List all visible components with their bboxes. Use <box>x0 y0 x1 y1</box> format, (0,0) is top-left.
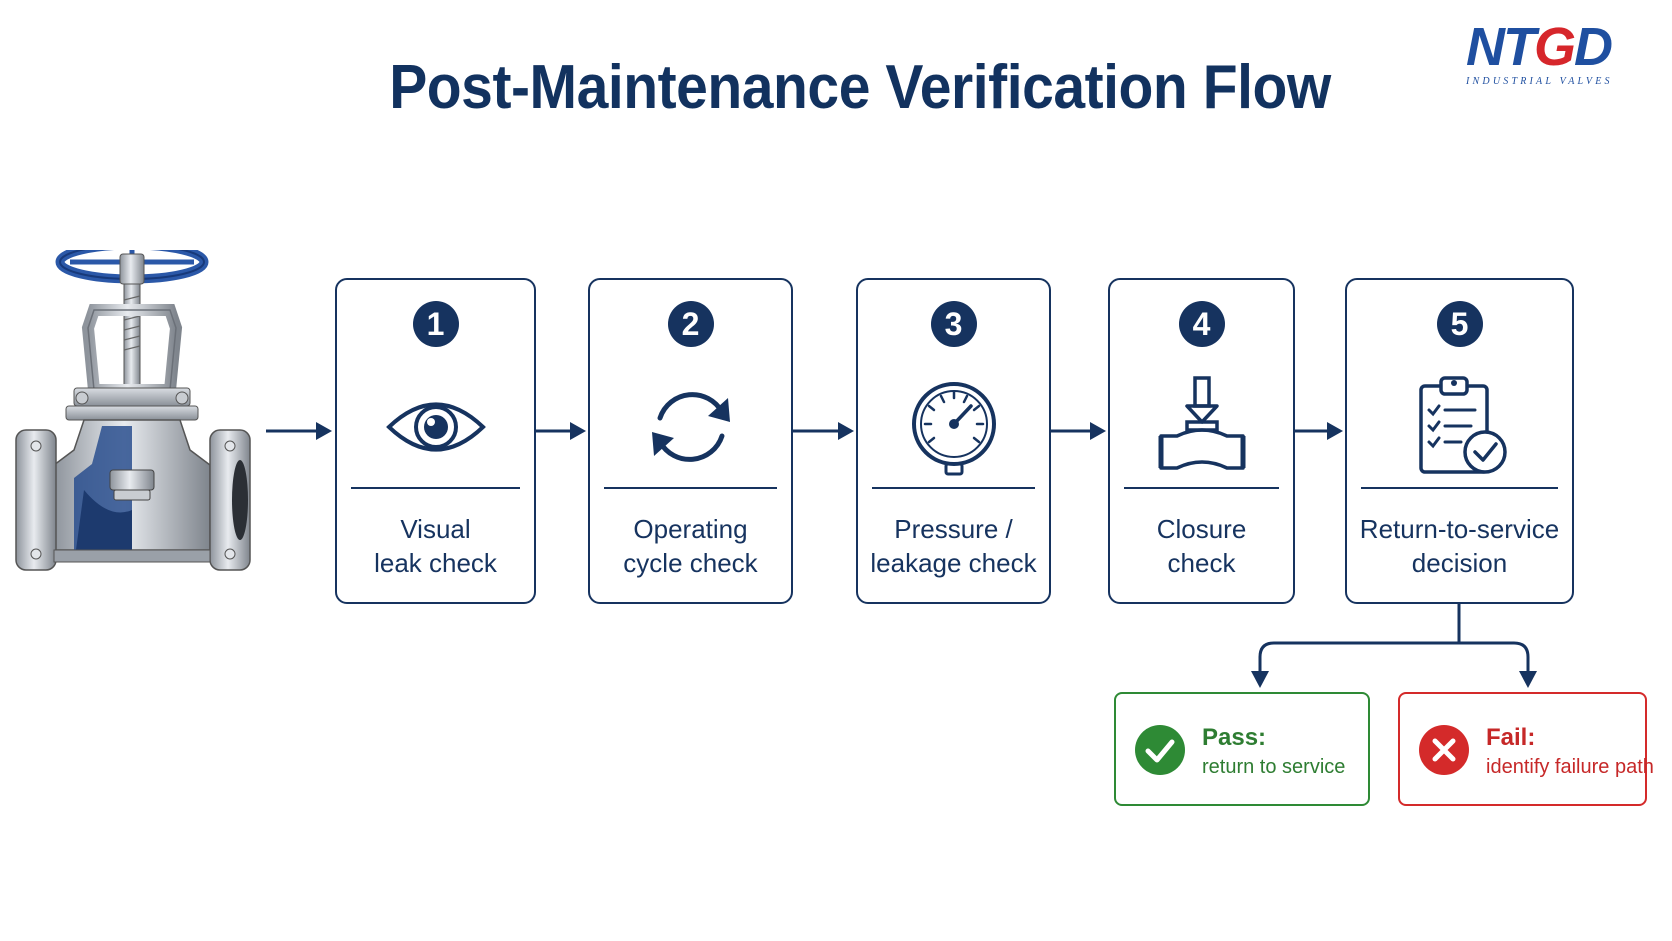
card-divider <box>872 487 1035 489</box>
check-circle-icon <box>1135 725 1185 775</box>
step-number-badge: 2 <box>667 301 714 347</box>
step-number-badge: 1 <box>412 301 459 347</box>
page-title: Post-Maintenance Verification Flow <box>389 53 1331 122</box>
pass-outcome-box: Pass: return to service <box>1114 692 1370 806</box>
cycle-arrows-icon <box>651 392 730 462</box>
fail-text: identify failure path <box>1486 756 1654 778</box>
clipboard-check-icon <box>1418 376 1507 474</box>
step-number-badge: 4 <box>1178 301 1225 347</box>
step-number-badge: 3 <box>930 301 977 347</box>
step-label: Pressure /leakage check <box>870 514 1037 578</box>
logo-mark: NTGD <box>1466 17 1613 77</box>
fail-title: Fail: <box>1486 724 1536 751</box>
card-divider <box>351 487 520 489</box>
pass-text: return to service <box>1202 756 1346 778</box>
fail-outcome-box: Fail: identify failure path <box>1398 692 1654 806</box>
valve-closure-icon <box>1158 376 1245 470</box>
pass-title: Pass: <box>1202 724 1267 751</box>
eye-icon <box>385 402 486 452</box>
brand-logo: NTGD INDUSTRIAL VALVES <box>1466 20 1656 90</box>
gate-valve-illustration <box>15 250 251 571</box>
card-divider <box>1361 487 1558 489</box>
x-circle-icon <box>1419 725 1469 775</box>
card-divider <box>604 487 777 489</box>
logo-subtitle: INDUSTRIAL VALVES <box>1466 76 1613 87</box>
card-divider <box>1124 487 1279 489</box>
step-card-3: 3 Pressure /leakage check <box>856 278 1051 604</box>
pressure-gauge-icon <box>911 382 996 476</box>
step-number-badge: 5 <box>1436 301 1483 347</box>
